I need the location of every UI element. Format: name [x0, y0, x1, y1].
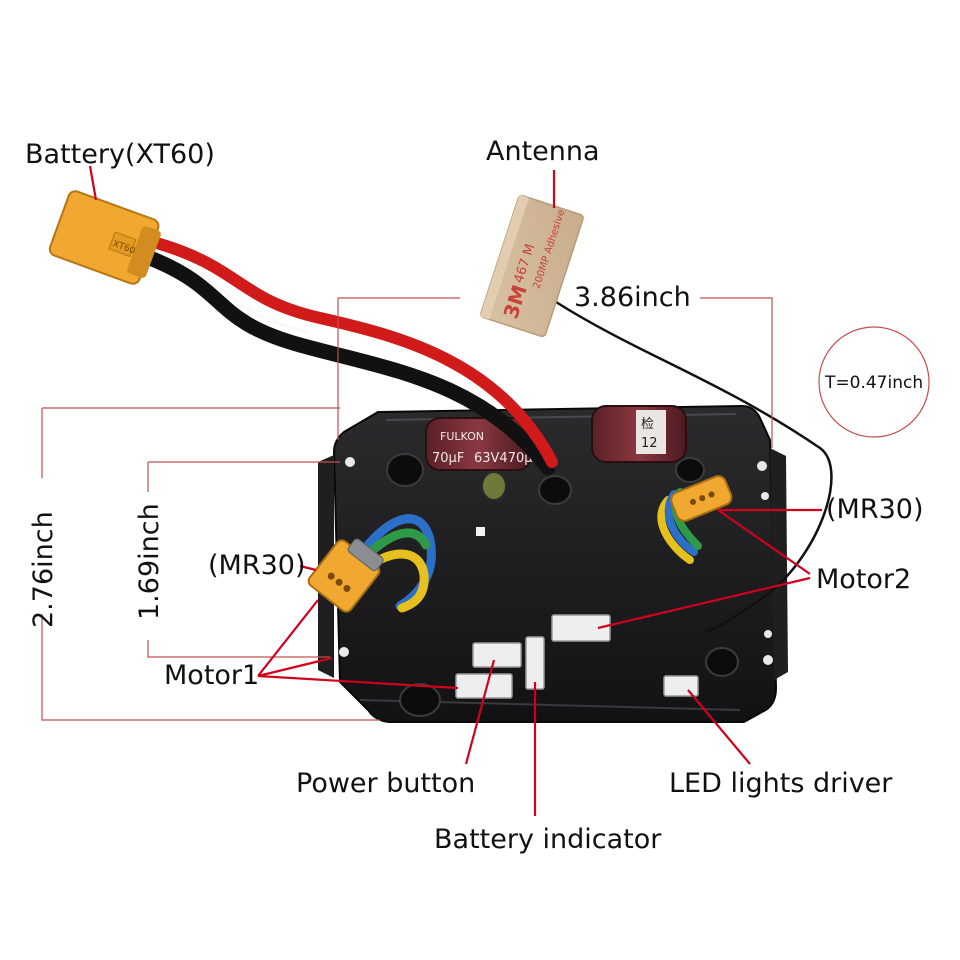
leader-lines [88, 165, 822, 816]
mr30-connector-right [670, 475, 733, 522]
power-button-label: Power button [296, 768, 475, 799]
led-driver-label: LED lights driver [669, 768, 893, 799]
cap-qc-label: 检 [641, 417, 654, 432]
battery-cable [142, 238, 558, 476]
labels: Battery(XT60) Antenna 3.86inch T=0.47inc… [25, 136, 923, 855]
small-capacitor [481, 471, 507, 501]
width-dimension-label: 3.86inch [574, 282, 691, 313]
capacitor-right: 检 12 [591, 405, 687, 463]
jst-headers [455, 614, 699, 699]
motor1-label: Motor1 [164, 660, 259, 691]
mounting-holes [339, 457, 773, 665]
mr30-right-label: (MR30) [826, 494, 923, 525]
motor2-leaders [597, 509, 811, 630]
motor1-leaders [257, 599, 459, 690]
total-height-label: 2.76inch [28, 511, 59, 628]
mr30-left-label: (MR30) [208, 550, 305, 581]
battery-label: Battery(XT60) [25, 139, 215, 170]
battery-leader [88, 165, 98, 201]
cap-qc-number: 12 [641, 436, 658, 451]
led-driver-leader [687, 689, 751, 765]
dimension-lines [41, 297, 773, 721]
controller-board [318, 404, 788, 723]
thickness-callout-circle [818, 326, 930, 438]
antenna: 3M 467 M 200MP Adhesive [479, 194, 833, 634]
xt60-connector: XT60 [48, 190, 161, 285]
cap-left-partial-label: 70µF [432, 451, 464, 466]
led-chip [476, 527, 485, 536]
antenna-label: Antenna [486, 136, 600, 167]
cap-brand-label: FULKON [440, 430, 484, 443]
thickness-label: T=0.47inch [824, 373, 923, 393]
battery-indicator-label: Battery indicator [434, 824, 662, 855]
power-button-leader [464, 659, 496, 765]
cap-rating-label: 63V470µF [474, 451, 540, 466]
board-bosses [386, 453, 739, 717]
mr30-left-leader [299, 564, 317, 572]
inner-height-label: 1.69inch [134, 503, 165, 620]
motor2-label: Motor2 [816, 564, 911, 595]
mr30-connector-left [307, 538, 384, 613]
